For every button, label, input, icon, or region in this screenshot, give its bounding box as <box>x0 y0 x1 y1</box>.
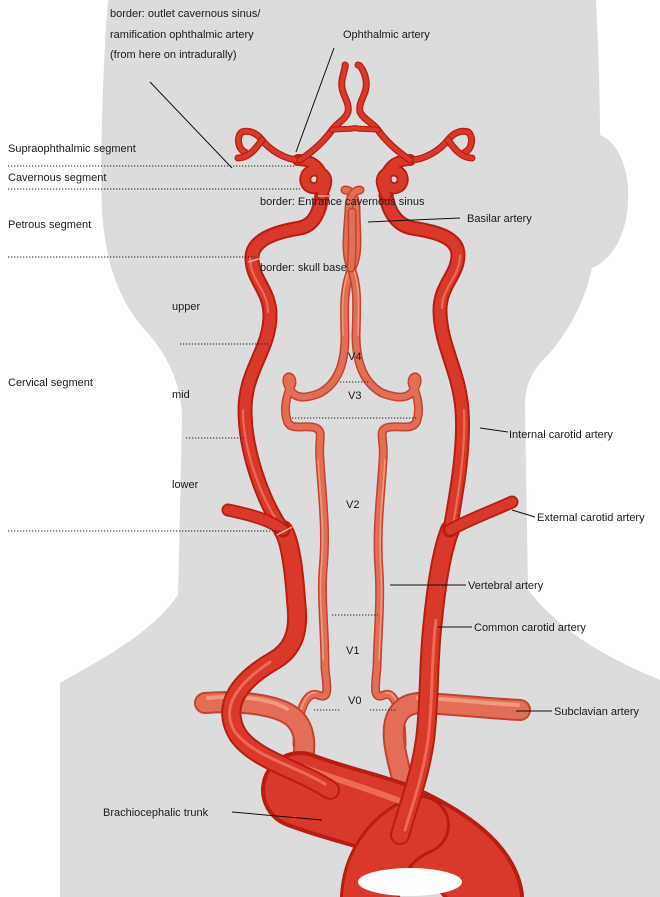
internal-carotid-label: Internal carotid artery <box>509 429 613 441</box>
v1-label: V1 <box>346 645 359 657</box>
lower-label: lower <box>172 479 199 491</box>
v3-label: V3 <box>348 390 361 402</box>
mid-label: mid <box>172 389 190 401</box>
ophthalmic-artery-label: Ophthalmic artery <box>343 29 430 41</box>
petrous-segment-label: Petrous segment <box>8 219 91 231</box>
v2-label: V2 <box>346 499 359 511</box>
brachiocephalic-trunk-label: Brachiocephalic trunk <box>103 807 209 819</box>
border-entrance-label: border: Entrance cavernous sinus <box>260 196 425 208</box>
border-outlet-label-3: (from here on intradurally) <box>110 49 237 61</box>
common-carotid-label: Common carotid artery <box>474 622 586 634</box>
border-outlet-label-1: border: outlet cavernous sinus/ <box>110 8 261 20</box>
head-neck-silhouette <box>60 0 660 897</box>
border-skull-base-label: border: skull base <box>260 262 347 274</box>
supraophthalmic-segment-label: Supraophthalmic segment <box>8 143 136 155</box>
upper-label: upper <box>172 301 200 313</box>
v4-label: V4 <box>348 351 361 363</box>
basilar-artery-label: Basilar artery <box>467 213 532 225</box>
aortic-arch-inner-opening <box>358 868 462 896</box>
cervical-segment-label: Cervical segment <box>8 377 93 389</box>
external-carotid-label: External carotid artery <box>537 512 645 524</box>
basilar-artery-vessel <box>351 212 352 268</box>
vertebral-artery-label: Vertebral artery <box>468 580 544 592</box>
subclavian-artery-label: Subclavian artery <box>554 706 639 718</box>
border-outlet-label-2: ramification ophthalmic artery <box>110 29 254 41</box>
cavernous-segment-label: Cavernous segment <box>8 172 106 184</box>
v0-label: V0 <box>348 695 361 707</box>
